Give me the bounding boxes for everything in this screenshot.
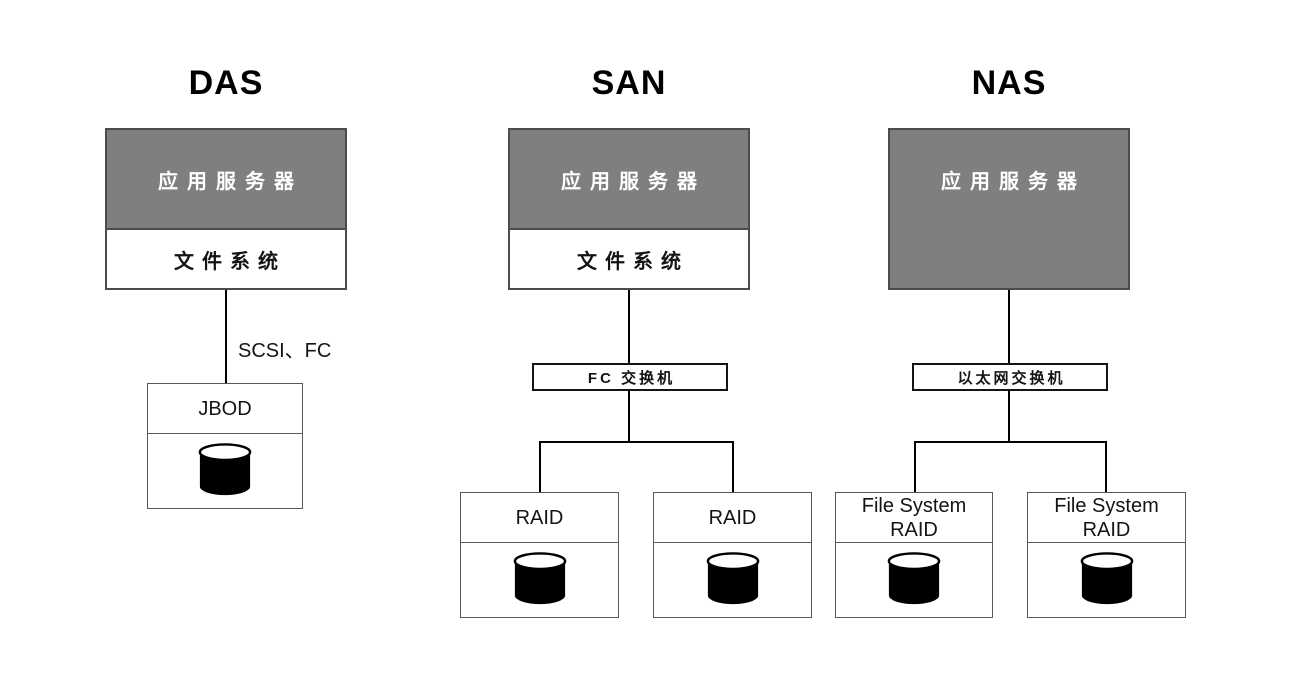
nas-ethernet-switch-box: 以太网交换机 [912, 363, 1108, 391]
das-jbod-label: JBOD [198, 397, 252, 420]
nas-server-box: 应用服务器 [888, 128, 1130, 290]
das-file-system-label: 文件系统 [107, 228, 345, 288]
das-app-server-label: 应用服务器 [158, 170, 303, 193]
disk-cylinder-icon [513, 552, 566, 605]
nas-branch-horizontal-line [914, 441, 1107, 443]
das-connector-line [225, 290, 227, 384]
san-raid-1-label: RAID [515, 506, 564, 529]
nas-fs-raid-1-label: File System [861, 494, 967, 517]
san-raid-box-2: RAID [653, 492, 812, 618]
san-app-server-label: 应用服务器 [561, 170, 706, 193]
san-connector-line-upper [628, 290, 630, 364]
nas-ethernet-switch-label: 以太网交换机 [957, 369, 1066, 387]
san-raid-box-1: RAID [460, 492, 619, 618]
nas-fs-raid-box-1: File System RAID [835, 492, 993, 618]
san-fc-switch-label: FC 交换机 [587, 369, 676, 387]
san-branch-left-line [539, 441, 541, 493]
disk-cylinder-icon [887, 552, 941, 605]
san-server-box: 应用服务器 文件系统 [508, 128, 750, 290]
san-file-system-label: 文件系统 [510, 228, 748, 288]
san-fc-switch-box: FC 交换机 [532, 363, 728, 391]
das-jbod-box: JBOD [147, 383, 303, 509]
nas-fs-raid-1-label-line2: RAID [890, 518, 938, 541]
san-raid-2-label: RAID [708, 506, 757, 529]
disk-cylinder-icon [198, 443, 252, 496]
nas-fs-raid-2-label: File System [1054, 494, 1159, 517]
nas-app-server-label: 应用服务器 [941, 170, 1086, 193]
das-title: DAS [188, 64, 264, 102]
nas-connector-line-lower [1008, 390, 1010, 443]
nas-branch-right-line [1105, 441, 1107, 493]
disk-cylinder-icon [706, 552, 759, 605]
nas-fs-raid-box-2: File System RAID [1027, 492, 1186, 618]
disk-cylinder-icon [1080, 552, 1133, 605]
nas-fs-raid-2-label-line2: RAID [1082, 518, 1131, 541]
das-link-label: SCSI、FC [238, 340, 332, 362]
san-title: SAN [591, 64, 667, 102]
das-server-box: 应用服务器 文件系统 [105, 128, 347, 290]
nas-connector-line-upper [1008, 290, 1010, 364]
san-branch-horizontal-line [539, 441, 734, 443]
nas-branch-left-line [914, 441, 916, 493]
san-connector-line-lower [628, 390, 630, 443]
nas-title: NAS [971, 64, 1047, 102]
san-branch-right-line [732, 441, 734, 493]
